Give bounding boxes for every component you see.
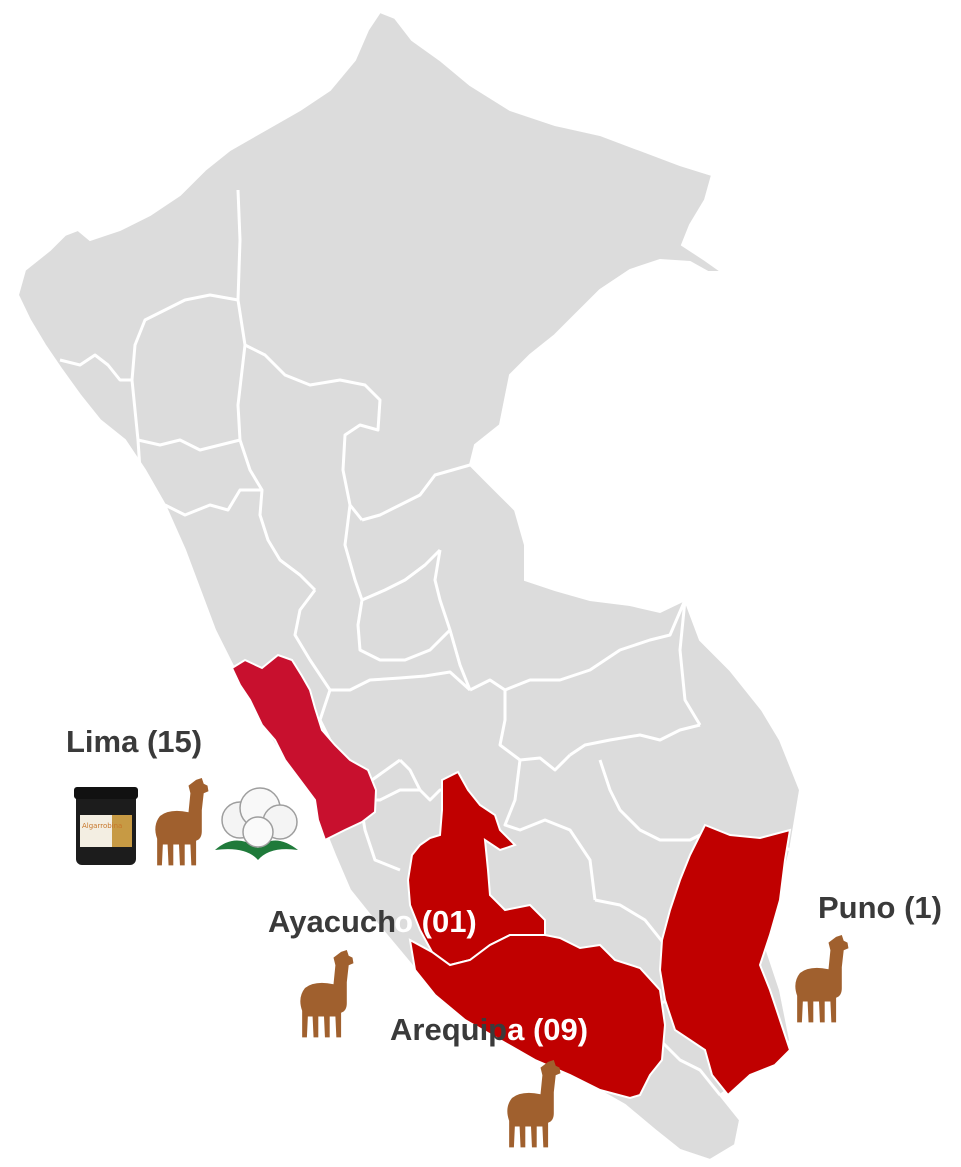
label-arequipa-highlight: a (09) <box>507 1012 589 1047</box>
label-lima-text: Lima (15) <box>66 724 203 759</box>
jar-label: Algarrobina <box>82 822 122 830</box>
label-puno-text: Puno (1) <box>818 890 942 925</box>
algarrobina-jar-icon: Algarrobina <box>74 787 138 865</box>
label-ayacucho: Ayacucho (01) <box>268 904 477 940</box>
label-lima: Lima (15) <box>66 724 202 760</box>
label-ayacucho-text: Ayacuch <box>268 904 397 939</box>
region-arequipa[interactable] <box>408 934 667 1100</box>
label-arequipa-text: Arequip <box>390 1012 508 1047</box>
alpaca-icon-ayacucho <box>300 950 354 1038</box>
region-lima[interactable] <box>230 653 378 842</box>
label-ayacucho-highlight: o (01) <box>394 904 477 939</box>
alpaca-icon-puno <box>795 935 849 1023</box>
label-arequipa: Arequipa (09) <box>390 1012 588 1048</box>
alpaca-icon-lima <box>155 778 209 866</box>
alpaca-icon-arequipa <box>507 1060 561 1148</box>
department-borders <box>59 189 791 1096</box>
cotton-icon <box>215 787 298 860</box>
region-puno[interactable] <box>658 823 792 1097</box>
label-puno: Puno (1) <box>818 890 942 926</box>
